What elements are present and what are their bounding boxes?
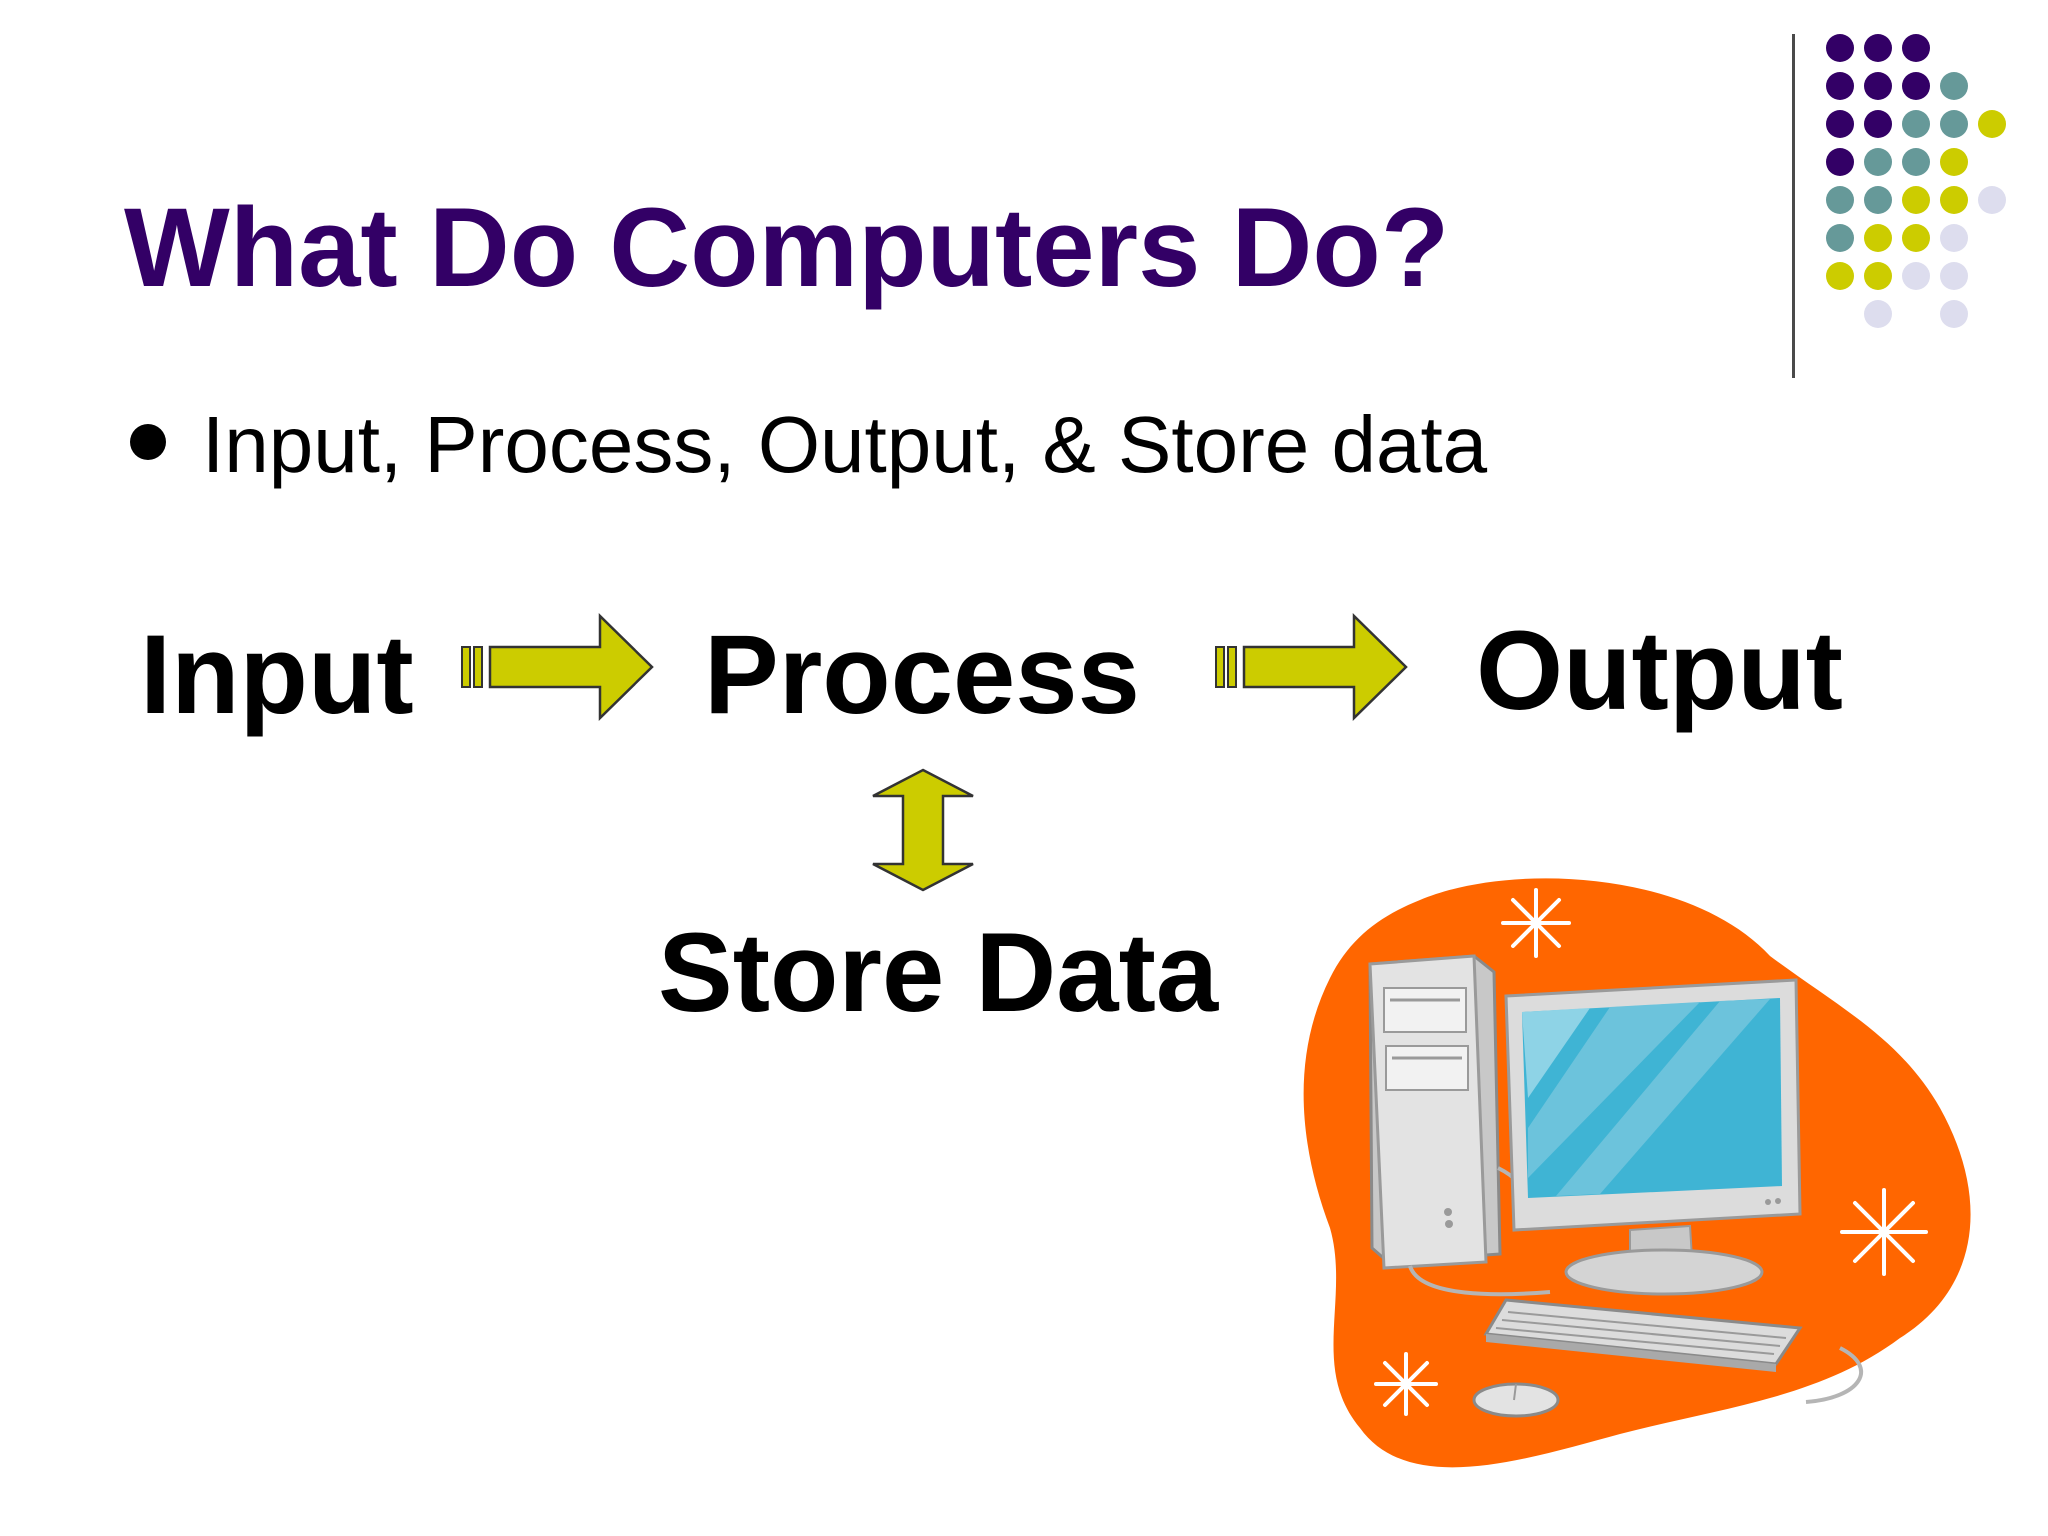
decorative-dot	[1864, 110, 1892, 138]
computer-monitor	[1504, 978, 1802, 1296]
decorative-dot	[1940, 186, 1968, 214]
flow-output-label: Output	[1476, 608, 1843, 733]
decorative-dot	[1826, 186, 1854, 214]
decorative-dot-grid	[0, 0, 2048, 400]
flow-input-label: Input	[140, 612, 414, 737]
decorative-dot	[1826, 72, 1854, 100]
striped-right-arrow-icon	[1215, 613, 1408, 721]
flow-store-data-label: Store Data	[658, 910, 1219, 1035]
sparkle-icon	[1374, 1352, 1438, 1416]
decorative-dot	[1864, 34, 1892, 62]
title-divider	[1792, 34, 1795, 378]
striped-right-arrow-icon	[461, 613, 654, 721]
bullet-icon	[130, 424, 166, 460]
desktop-computer-clipart	[1303, 878, 1971, 1468]
decorative-dot	[1902, 72, 1930, 100]
decorative-dot	[1864, 224, 1892, 252]
decorative-dot	[1902, 186, 1930, 214]
decorative-dot	[1826, 224, 1854, 252]
sparkle-icon	[1501, 888, 1571, 958]
decorative-dot	[1940, 224, 1968, 252]
decorative-dot	[1978, 110, 2006, 138]
flow-process-label: Process	[704, 612, 1140, 737]
decorative-dot	[1902, 148, 1930, 176]
decorative-dot	[1940, 72, 1968, 100]
decorative-dot	[1864, 186, 1892, 214]
decorative-dot	[1902, 224, 1930, 252]
page-title: What Do Computers Do?	[124, 185, 1450, 310]
decorative-dot	[1978, 186, 2006, 214]
decorative-dot	[1826, 262, 1854, 290]
sparkle-icon	[1840, 1188, 1928, 1276]
decorative-dot	[1826, 148, 1854, 176]
up-down-arrow-icon	[872, 768, 974, 892]
bullet-text: Input, Process, Output, & Store data	[202, 400, 1488, 489]
decorative-dot	[1902, 110, 1930, 138]
decorative-dot	[1826, 110, 1854, 138]
decorative-dot	[1940, 300, 1968, 328]
decorative-dot	[1902, 262, 1930, 290]
decorative-dot	[1826, 34, 1854, 62]
decorative-dot	[1940, 110, 1968, 138]
computer-tower	[1368, 954, 1502, 1270]
keyboard	[1483, 1298, 1803, 1372]
decorative-dot	[1940, 262, 1968, 290]
decorative-dot	[1864, 148, 1892, 176]
decorative-dot	[1940, 148, 1968, 176]
decorative-dot	[1864, 300, 1892, 328]
mouse	[1472, 1382, 1560, 1418]
decorative-dot	[1864, 262, 1892, 290]
decorative-dot	[1864, 72, 1892, 100]
decorative-dot	[1902, 34, 1930, 62]
